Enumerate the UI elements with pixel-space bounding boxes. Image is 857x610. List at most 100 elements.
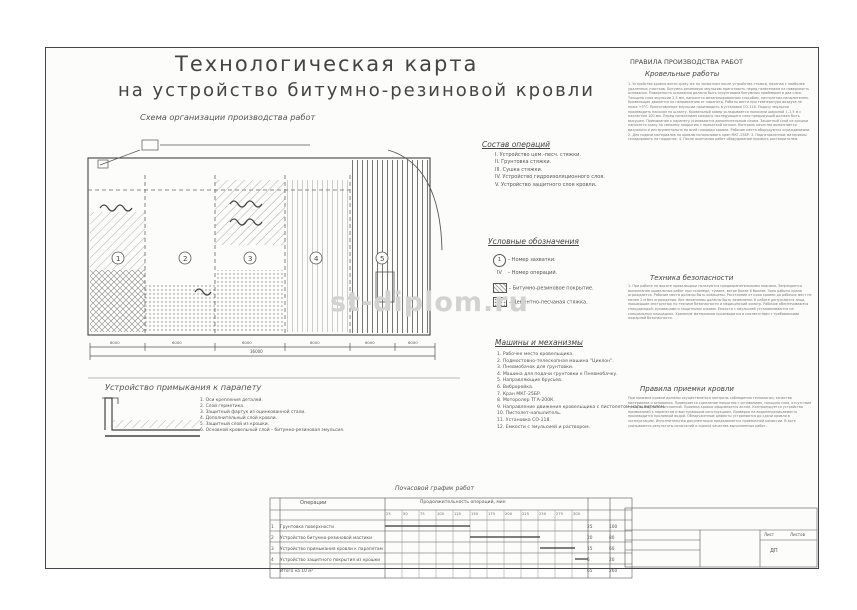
svg-text:1: 1 [116,255,120,263]
time-col: 150 [471,512,479,516]
bay-1-screed [90,270,145,332]
parapet-list: 1. Оси крепления деталей. 2. Слой гермет… [200,398,344,434]
composition-item: I. Устройство цем.-песч. стяжки. [495,152,582,158]
parapet-item: 4. Дополнительный слой кровли. [200,416,277,421]
roof-plan-outline [87,157,431,336]
machine-item: 4. Машина для подачи грунтовки к Пневмоб… [497,371,618,377]
safety-heading: Техника безопасности [650,274,734,282]
svg-text:2: 2 [183,255,187,263]
schedule-table-lines [269,497,633,579]
schedule-bars [385,525,588,560]
bay-5-protective [350,160,428,333]
schedule-col-duration: Продолжительность операций, мин [420,500,506,505]
row-number: 3 [271,547,274,552]
crane-radius-arc [387,149,443,251]
stamp-sheet: Лист [764,532,775,537]
parapet-item: 5. Защитный слой из крошки. [200,422,270,427]
schedule-heading: Почасовой график работ [395,485,474,492]
machine-item: 2. Подмостовно-телескопная машина "Цикло… [497,358,614,364]
row-value: 80 [609,536,615,541]
bay-number-circle [111,251,125,265]
machines-heading: Машины и механизмы [495,338,583,347]
row-name: Устройство примыкания кровли к парапетам [280,547,383,552]
time-col: 125 [454,512,462,516]
legend-item: 1 – Номер захватки. [493,254,556,267]
parapet-item: 6. Основной кровельный слой – битумно-ре… [200,428,345,433]
time-col: 250 [539,512,547,516]
machine-item: 1. Рабочее место кровельщика. [497,352,574,357]
machine-item: 11. Установка СО-118. [497,417,551,423]
bay-number-circle [178,251,192,265]
bay-3-screed [215,270,285,332]
dimension-span: 6000 [242,340,252,345]
row-value: 260 [609,569,618,574]
wave-mark [99,204,133,212]
row-number: 4 [271,558,274,563]
dimension-ticks [89,343,436,360]
wave-mark [194,288,212,296]
row-value: 100 [609,525,618,530]
dimension-span: 6000 [172,340,182,345]
row-name: Устройство битумно-резиновой мастики [280,536,372,541]
dimension-span: 6000 [408,340,418,345]
legend-symbol: IV [497,270,502,276]
machine-item: 10. Пистолет-напылитель. [497,411,562,417]
composition-item: II. Грунтовка стяжки. [495,159,552,166]
bay-number-circle [309,251,323,265]
composition-item: V. Устройство защитного слоя кровли. [495,181,597,188]
legend-text: – Битумно-резиновое покрытие. [508,285,594,292]
row-name: Итого на 10 м² [280,569,314,574]
row-value: 25 [587,525,593,530]
composition-item: III. Сушка стяжки. [495,166,543,173]
legend-swatch [493,283,507,293]
time-col: 25 [386,512,391,516]
row-name: Устройство защитного покрытия из крошки [280,558,381,563]
bay-3-coating [215,180,285,245]
stamp-stage: ДП [770,548,778,554]
hose-line [99,149,141,166]
legend-item: – Цементно-песчаная стяжка. [493,297,588,307]
legend-text: – Цементно-песчаная стяжка. [508,299,588,306]
parapet-item: 2. Слой герметика. [200,404,245,409]
wave-mark [229,200,263,208]
acceptance-heading: Правила приемки кровли [640,385,734,393]
table-row: 3 Устройство примыкания кровли к парапета… [271,544,617,555]
composition-list: I. Устройство цем.-песч. стяжки. II. Гру… [495,152,605,189]
time-col: 75 [420,512,425,516]
parapet-heading: Устройство примыкания к парапету [105,382,262,392]
machine-item: 8. Моторолер ТГА-200К. [497,398,555,404]
legend-item: IV – Номер операций. [493,270,557,276]
bay-number-circle [243,251,257,265]
bay-number-circle [375,251,389,265]
drawing-subtitle: на устройство битумно-резиновой кровли [118,80,595,101]
watermark: st-diplom.ru [330,287,529,318]
title-block [624,507,818,568]
svg-text:3: 3 [248,255,252,263]
svg-text:4: 4 [314,255,319,263]
equipment [97,159,109,169]
roof-works-heading: Кровельные работы [645,70,720,78]
machine-item: 6. Виброрейка. [497,384,534,390]
legend-heading: Условные обозначения [488,237,579,246]
time-col: 200 [505,512,513,516]
machine-item: 7. Кран МКГ-25БР. [497,391,542,397]
acceptance-text: При приемке кровли должны осуществляться… [628,396,812,428]
bay-2-screed [145,285,215,332]
svg-text:5: 5 [380,255,384,263]
row-value: 5 [587,558,590,563]
safety-text: 1. При работе на высоте кровельщики поль… [628,284,812,321]
machine-item: 5. Направляющие брусьев. [497,378,563,384]
legend-text: – Номер операций. [507,270,558,276]
legend-swatch [493,297,507,307]
table-row: 4 Устройство защитного покрытия из крошки… [271,555,617,566]
dimension-total: 36000 [250,349,263,354]
composition-heading: Состав операций [482,140,551,149]
wave-mark [229,218,263,226]
drawing-title: Технологическая карта [175,52,479,76]
composition-item: IV. Устройство гидроизоляционного слоя. [495,174,605,181]
time-col: 50 [403,512,408,516]
